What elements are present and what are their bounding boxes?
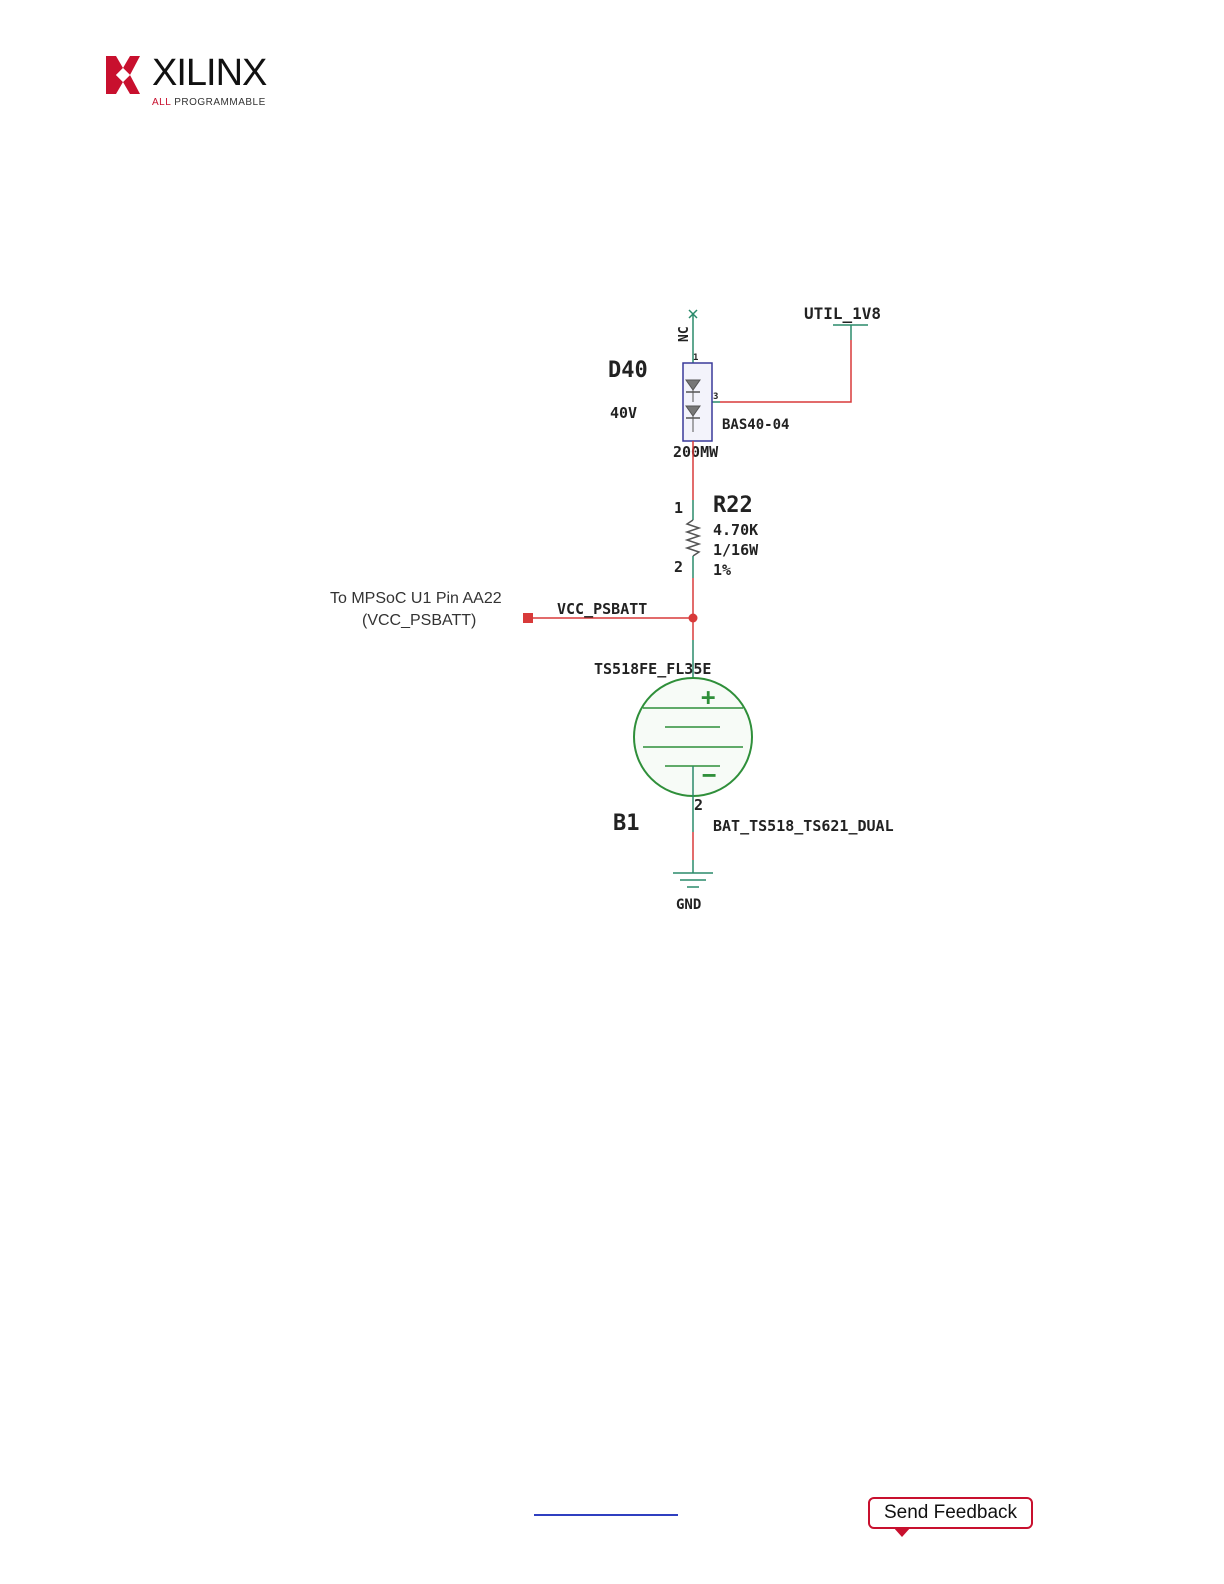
d40-power: 200MW	[673, 443, 719, 461]
battery-minus-icon: −	[702, 761, 716, 789]
feedback-callout-tail	[893, 1527, 911, 1537]
resistor-r22	[687, 520, 699, 556]
battery-footprint: BAT_TS518_TS621_DUAL	[713, 817, 894, 835]
util-1v8-label: UTIL_1V8	[804, 304, 881, 323]
ground-icon	[673, 860, 713, 887]
battery-b1	[634, 678, 752, 798]
battery-pin2-number: 2	[694, 796, 703, 814]
diode-d40	[683, 363, 712, 441]
util-1v8-wire	[720, 340, 851, 402]
vcc-psbatt-label: VCC_PSBATT	[557, 600, 647, 618]
r22-power: 1/16W	[713, 541, 759, 559]
battery-part: TS518FE_FL35E	[594, 660, 711, 678]
d40-voltage: 40V	[610, 404, 637, 422]
mpsoc-note-line2: (VCC_PSBATT)	[362, 612, 476, 629]
r22-pin2-number: 2	[674, 558, 683, 576]
d40-pin3-number: 3	[713, 392, 718, 402]
r22-tolerance: 1%	[713, 561, 731, 579]
d40-pin1-number: 1	[693, 353, 698, 363]
r22-ref: R22	[713, 493, 753, 518]
vcc-psbatt-port	[523, 613, 533, 623]
d40-part: BAS40-04	[722, 417, 789, 433]
nc-label: NC	[677, 326, 692, 342]
mpsoc-note-line1: To MPSoC U1 Pin AA22	[330, 590, 502, 607]
gnd-label: GND	[676, 897, 701, 913]
battery-ref: B1	[613, 811, 640, 836]
battery-plus-icon: +	[701, 683, 715, 711]
footer-link[interactable]	[534, 1514, 678, 1516]
d40-ref: D40	[608, 358, 648, 383]
r22-value: 4.70K	[713, 521, 758, 539]
send-feedback-button[interactable]: Send Feedback	[868, 1497, 1033, 1529]
r22-pin1-number: 1	[674, 499, 683, 517]
